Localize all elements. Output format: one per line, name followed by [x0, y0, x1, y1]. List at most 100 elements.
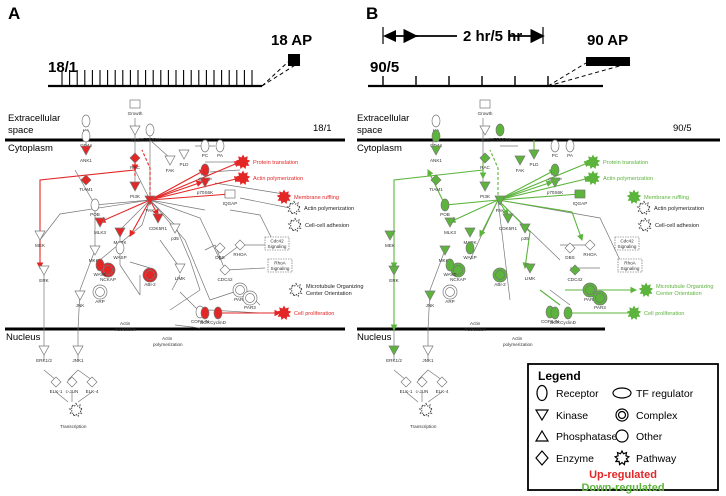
node-b-cdk	[502, 213, 514, 224]
pathway-actin-poly-2	[636, 200, 652, 215]
molecule-label-cyclin: CyclinD	[560, 320, 577, 325]
molecule-label-iqgap: IQGAP	[573, 201, 588, 206]
region-cytoplasm-a: Cytoplasm	[8, 143, 53, 154]
label-actin-nucleation-2: nucleation	[115, 327, 136, 332]
stimulus-timeline-b	[368, 27, 631, 88]
node-b-limk	[524, 263, 536, 274]
pathway-label-protein-trans: Protein translation	[253, 160, 298, 166]
molecule-label-integrin: INTEGRIN	[489, 137, 511, 142]
ap-square-a	[288, 54, 300, 66]
pathway-label-actin-poly-2: Actin polymerization	[654, 206, 704, 212]
molecule-label-pa: PA	[567, 153, 574, 158]
molecule-label-par3: PAR3	[594, 305, 606, 310]
pathway-cell-adhesion	[287, 217, 303, 232]
pathway-icon	[613, 449, 631, 466]
node-a-cyclin	[213, 306, 223, 320]
molecule-label-wasp: WASP	[113, 255, 126, 260]
pathway-mtoc	[288, 282, 304, 297]
node-b-mlk3	[444, 217, 456, 228]
molecule-label-cdk: CDK5R1	[499, 226, 518, 231]
pathway-label-transcription: Transcription	[60, 424, 87, 429]
region-nucleus-a: Nucleus	[6, 332, 41, 343]
pathway-label-mtoc: Microtubule Organizing	[656, 284, 714, 290]
signaling-label-rhoa: RhoA	[274, 261, 286, 266]
interval-label-b: 2 hr/5 hr	[463, 28, 522, 45]
molecule-label-bcr: BCR	[550, 320, 560, 325]
signaling-label-cdc42_2: Signaling	[618, 244, 637, 249]
node-a-abi	[142, 267, 158, 283]
pathway-transcription	[68, 402, 84, 417]
molecule-label-cofilin: COFILIN	[541, 319, 559, 324]
kinase-icon	[534, 409, 550, 422]
signaling-label-cdc42: Cdc42	[270, 239, 284, 244]
label-actin-poly-2: polymerization	[503, 342, 533, 347]
molecule-label-integrin: INTEGRIN	[139, 137, 161, 142]
node-b-rac	[479, 152, 491, 164]
legend-down-regulated: Down-regulated	[581, 482, 664, 494]
molecule-label-limk: LIMK	[525, 276, 537, 281]
molecule-label-elk1: ELK-1	[400, 389, 413, 394]
molecule-label-pc: PC	[552, 153, 559, 158]
node-b-mek	[384, 230, 396, 241]
node-b-cdc42m	[569, 264, 581, 276]
molecule-label-iqgap: IQGAP	[223, 201, 238, 206]
node-a-pi3k	[129, 181, 141, 192]
node-b-jnk1	[422, 345, 434, 356]
pathway-actin-poly-2	[286, 200, 302, 215]
molecule-label-pa: PA	[217, 153, 224, 158]
molecule-label-arp: ARP	[95, 299, 104, 304]
other-icon	[615, 429, 629, 443]
region-cytoplasm-b: Cytoplasm	[357, 143, 402, 154]
node-b-growth	[479, 99, 491, 109]
signaling-label-rhoa_2: Signaling	[271, 266, 290, 271]
pathway-label-mtoc-2: Center Orientation	[306, 291, 352, 297]
region-extracellular-a: Extracellular	[8, 113, 60, 124]
node-a-rtk	[129, 125, 141, 136]
node-a-mek	[34, 230, 46, 241]
legend-kinase: Kinase	[556, 410, 588, 422]
timeline-label-a: 18/1	[48, 59, 77, 76]
down-edges-b	[390, 140, 638, 332]
pathway-label-protein-trans: Protein translation	[603, 160, 648, 166]
pathway-membrane-ruffling	[276, 189, 292, 204]
node-a-rac	[129, 152, 141, 164]
node-b-nckap	[450, 262, 466, 278]
pathway-label-cell-prolif: Cell proliferation	[644, 311, 684, 317]
node-a-integrin	[145, 123, 155, 137]
molecule-label-arp: ARP	[445, 299, 454, 304]
node-a-growth	[129, 99, 141, 109]
node-b-wasp	[465, 241, 475, 255]
molecule-label-rsk: p70S6K	[197, 190, 214, 195]
molecule-label-tiam: TIAM1	[429, 187, 443, 192]
label-actin-poly-2: polymerization	[153, 342, 183, 347]
node-a-pak	[144, 195, 156, 206]
node-a-erk12	[38, 345, 50, 356]
molecule-label-pob: POB	[90, 212, 100, 217]
node-a-par6	[232, 282, 248, 298]
tick-marks-a	[61, 70, 253, 86]
node-b-arp	[442, 284, 458, 300]
node-a-dbs	[214, 242, 226, 254]
pathway-label-membrane-ruffling: Membrane ruffling	[644, 195, 689, 201]
node-b-cjun	[416, 376, 428, 388]
pathway-label-membrane-ruffling: Membrane ruffling	[294, 195, 339, 201]
legend-tf-regulator: TF regulator	[636, 388, 694, 400]
molecule-label-pak: PAK	[146, 208, 156, 213]
legend-phosphatase: Phosphatase	[556, 431, 617, 443]
molecule-label-rhoa: RHOA	[233, 252, 247, 257]
label-actin-poly: Actin	[512, 336, 523, 341]
molecule-label-abi: ABI-2	[494, 282, 506, 287]
molecule-label-p35: p35	[171, 236, 179, 241]
legend-pathway: Pathway	[636, 453, 677, 465]
pathway-cell-prolif	[276, 305, 292, 320]
molecule-label-par6: PAR6	[584, 297, 596, 302]
molecule-label-dbs: DBS	[215, 255, 224, 260]
molecule-label-rac: RAC	[480, 165, 490, 170]
pathway-actin-poly	[235, 170, 251, 185]
molecule-label-bcr: BCR	[200, 320, 210, 325]
node-b-cd44	[431, 129, 441, 143]
panel-a: A 18/1 18 AP Extracellular space Cytopla…	[5, 4, 364, 429]
panel-b: B 2 hr/5 hr 90/5 90 AP Extracellular spa…	[357, 4, 720, 429]
molecule-label-ank1: ANK1	[430, 158, 442, 163]
